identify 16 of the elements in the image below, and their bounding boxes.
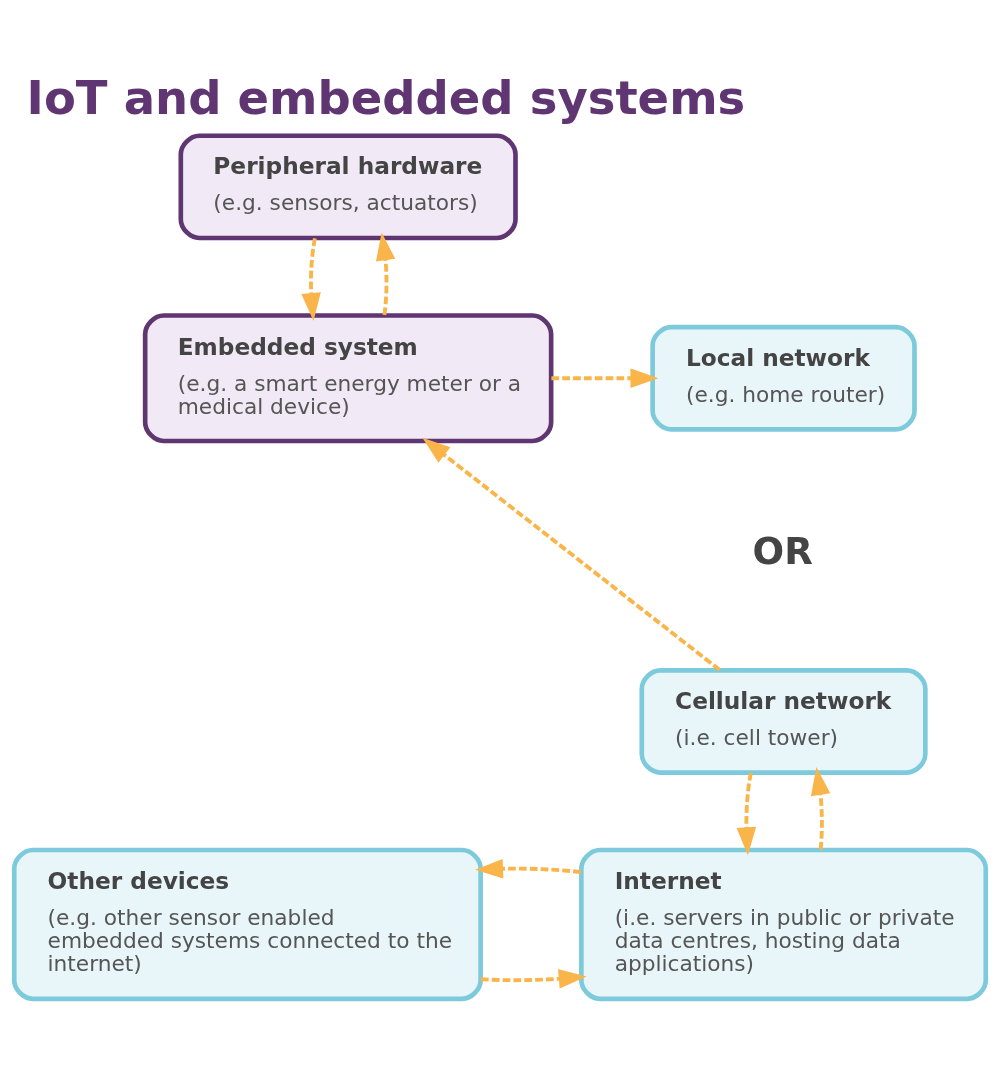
arrow	[422, 437, 721, 671]
arrow	[810, 766, 831, 850]
arrow	[301, 237, 321, 321]
arrow	[480, 968, 587, 988]
label: OR	[752, 528, 813, 573]
arrow	[475, 858, 581, 878]
arrow	[551, 367, 659, 388]
node-box: Other devices (e.g. other sensor enabled embedded systems connected to the internet)	[11, 847, 483, 1001]
arrow	[375, 232, 396, 315]
diagram-title: IoT and embedded systems	[26, 70, 746, 125]
arrow	[736, 772, 757, 855]
node-box: Cellular network (i.e. cell tower)	[639, 667, 928, 775]
node-box: Peripheral hardware (e.g. sensors, actuators)	[178, 132, 518, 240]
node-box: Local network (e.g. home router)	[650, 324, 917, 432]
node-box: Internet (i.e. servers in public or private data centres, hosting data applications)	[579, 847, 989, 1001]
node-box: Embedded system (e.g. a smart energy meter or a medical device)	[142, 312, 554, 443]
